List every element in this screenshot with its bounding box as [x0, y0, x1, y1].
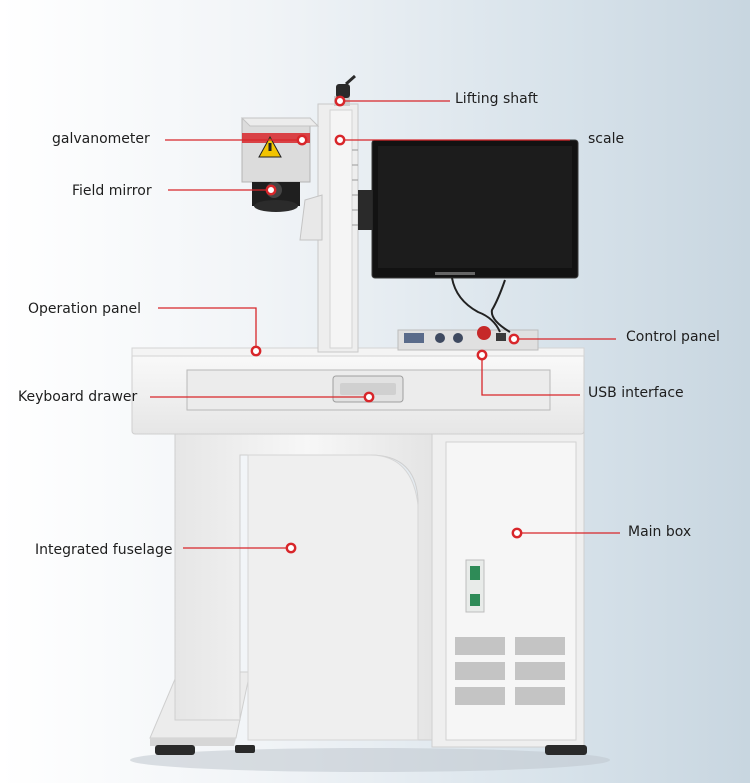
- label-galvanometer: galvanometer: [52, 131, 150, 147]
- label-scale: scale: [588, 131, 625, 147]
- label-usb-interface: USB interface: [588, 385, 684, 401]
- label-lifting-shaft: Lifting shaft: [455, 91, 538, 107]
- marker-field-mirror: [265, 184, 277, 196]
- label-main-box: Main box: [628, 524, 692, 540]
- monitor-cable: [451, 277, 501, 333]
- leveling-feet: [155, 745, 587, 755]
- marker-keyboard-drawer: [363, 391, 375, 403]
- monitor-cable-2: [490, 279, 511, 333]
- main-box: [431, 431, 585, 748]
- label-control-panel: Control panel: [626, 329, 720, 345]
- emergency-stop: [477, 326, 491, 340]
- control-panel: [397, 326, 539, 351]
- label-keyboard-drawer: Keyboard drawer: [18, 389, 138, 405]
- vent-grille: [455, 637, 565, 705]
- marker-lifting-shaft: [334, 95, 346, 107]
- marker-integrated-fuselage: [285, 542, 297, 554]
- callout-lines: [150, 100, 620, 549]
- marker-operation-panel: [250, 345, 262, 357]
- marker-control-panel: [508, 333, 520, 345]
- marker-galvanometer: [296, 134, 308, 146]
- marker-usb-interface: [476, 349, 488, 361]
- keyboard-drawer: [186, 369, 551, 411]
- head-bracket: [299, 194, 323, 241]
- lifting-handle: [336, 84, 350, 98]
- label-operation-panel: Operation panel: [28, 301, 141, 317]
- integrated-fuselage: [174, 431, 441, 741]
- scale-ticks: [352, 149, 358, 226]
- monitor: [358, 139, 579, 279]
- galvanometer-head: [240, 117, 320, 183]
- floor-shadow: [130, 748, 610, 772]
- callout-line-operation-panel: [158, 307, 257, 352]
- label-field-mirror: Field mirror: [72, 183, 152, 199]
- marker-scale: [334, 134, 346, 146]
- marker-main-box: [511, 527, 523, 539]
- callout-markers: [250, 95, 523, 554]
- label-integrated-fuselage: Integrated fuselage: [35, 542, 173, 558]
- callout-line-usb-interface: [481, 355, 580, 396]
